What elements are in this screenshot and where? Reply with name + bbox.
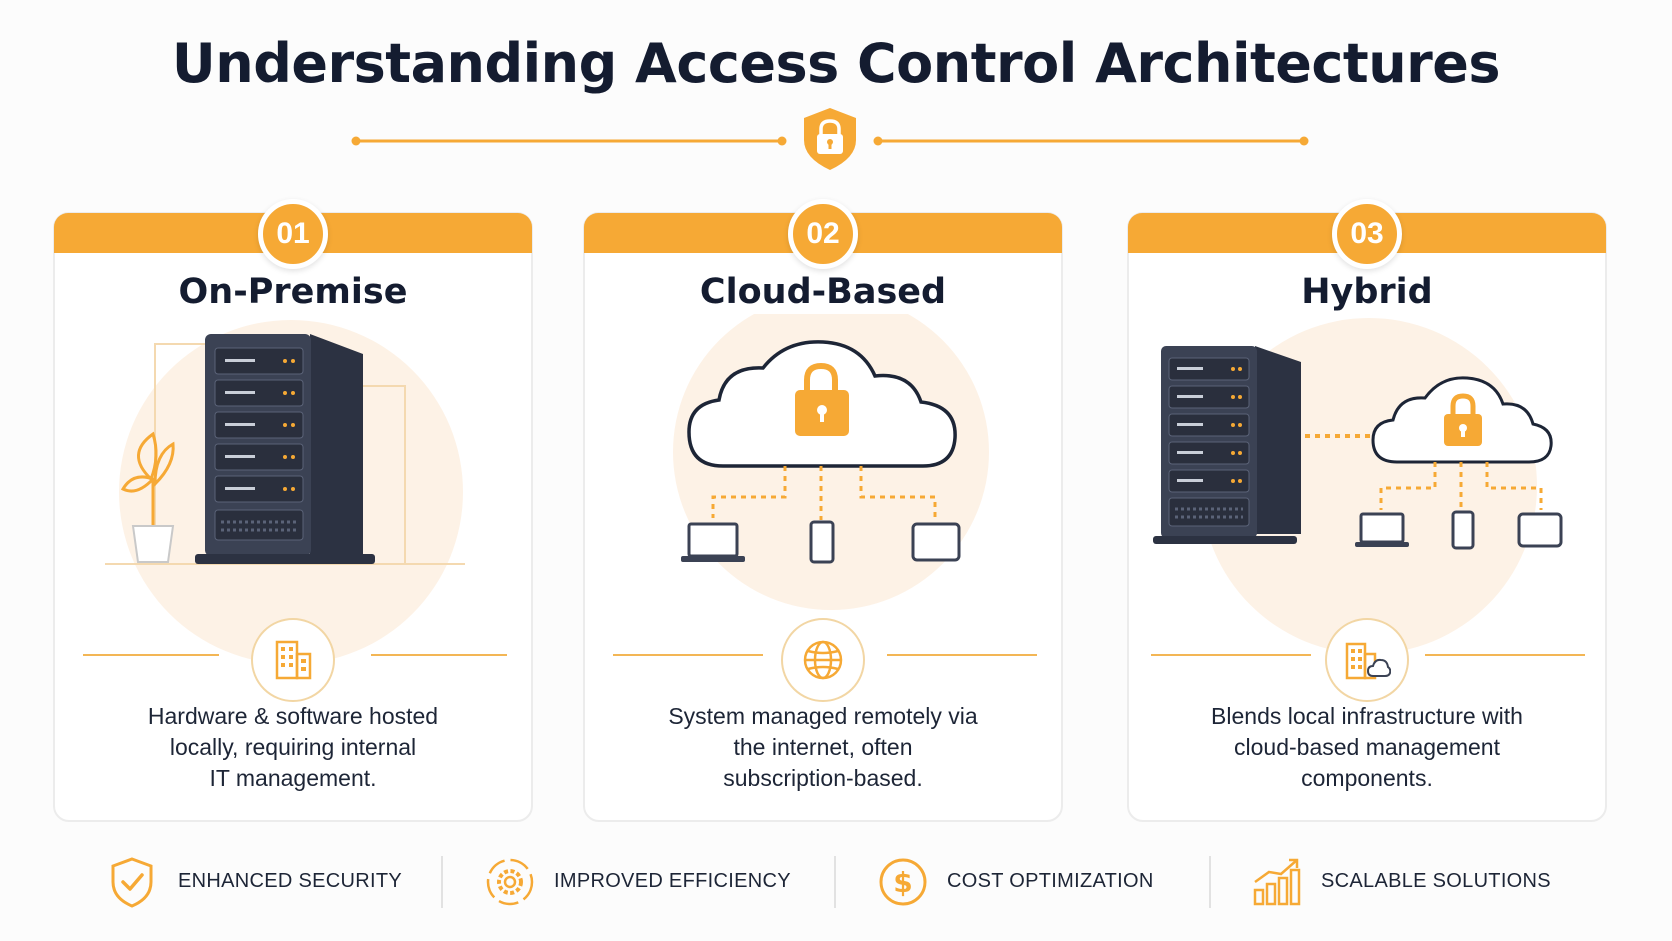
divider (1209, 856, 1211, 908)
card-on-premise: 01 On-Premise (53, 199, 533, 822)
card-title: On-Premise (178, 272, 408, 312)
separator-line (1425, 654, 1585, 656)
benefit-label: SCALABLE SOLUTIONS (1321, 870, 1551, 892)
divider (834, 856, 836, 908)
laptop-icon (1359, 512, 1405, 544)
office-building-icon (251, 618, 335, 702)
server-rack (1153, 346, 1301, 544)
description-line: IT management. (209, 765, 377, 791)
divider (441, 856, 443, 908)
laptop-icon (681, 522, 745, 562)
growth-chart-icon (1253, 858, 1301, 906)
benefit-label: COST OPTIMIZATION (947, 870, 1154, 892)
separator-line (83, 654, 219, 656)
card-number-badge: 01 (258, 199, 328, 269)
gear-icon (486, 858, 534, 906)
description-line: System managed remotely via (668, 703, 978, 729)
dollar-icon: $ (879, 858, 927, 906)
benefit-scalable-solutions: SCALABLE SOLUTIONS (1251, 850, 1591, 910)
svg-text:$: $ (893, 866, 912, 899)
phone-icon (809, 520, 835, 564)
description-line: components. (1301, 765, 1433, 791)
benefit-label: ENHANCED SECURITY (178, 870, 403, 892)
server-rack (195, 334, 375, 564)
card-number-badge: 02 (788, 199, 858, 269)
card-description: Hardware & software hosted locally, requ… (91, 701, 495, 794)
card-number-badge: 03 (1332, 199, 1402, 269)
title-divider (351, 108, 1309, 170)
card-cloud-based: 02 Cloud-Based (583, 199, 1063, 822)
cloud-lock-icon (1371, 376, 1553, 464)
page-title: Understanding Access Control Architectur… (171, 32, 1501, 95)
separator-line (1151, 654, 1311, 656)
description-line: locally, requiring internal (169, 734, 417, 760)
tablet-icon (911, 522, 961, 562)
description-line: Hardware & software hosted (147, 703, 439, 729)
card-title: Hybrid (1301, 272, 1433, 312)
shield-lock-icon (804, 108, 856, 170)
benefit-enhanced-security: ENHANCED SECURITY (108, 850, 428, 910)
description-line: cloud-based management (1234, 734, 1500, 760)
tablet-icon (1517, 512, 1563, 548)
card-description: System managed remotely via the internet… (621, 701, 1025, 794)
benefit-cost-optimization: $ COST OPTIMIZATION (877, 850, 1207, 910)
description-line: Blends local infrastructure with (1211, 703, 1523, 729)
globe-icon (781, 618, 865, 702)
description-line: subscription-based. (723, 765, 923, 791)
building-cloud-icon (1325, 618, 1409, 702)
benefit-label: IMPROVED EFFICIENCY (554, 870, 791, 892)
card-hybrid: 03 Hybrid (1127, 199, 1607, 822)
phone-icon (1451, 510, 1475, 550)
separator-line (371, 654, 507, 656)
benefit-improved-efficiency: IMPROVED EFFICIENCY (484, 850, 824, 910)
separator-line (613, 654, 763, 656)
cloud-lock-icon (687, 340, 957, 468)
description-line: the internet, often (733, 734, 913, 760)
benefits-bar: ENHANCED SECURITY IMPROVED EFFICIENCY $ … (0, 850, 1672, 920)
card-title: Cloud-Based (699, 272, 947, 312)
separator-line (887, 654, 1037, 656)
plant-illustration (120, 431, 175, 563)
shield-check-icon (111, 857, 153, 908)
card-description: Blends local infrastructure with cloud-b… (1155, 701, 1579, 794)
